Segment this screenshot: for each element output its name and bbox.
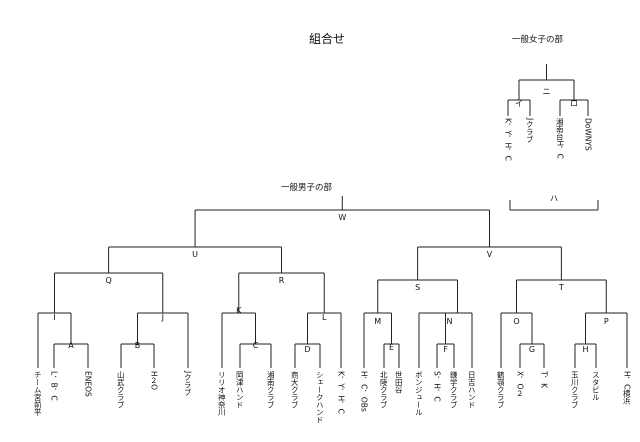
match-label-V: V [486, 250, 493, 259]
match-label-Q: Q [105, 276, 112, 285]
match-label-O: O [513, 317, 520, 326]
mens-team-name: T．K [539, 371, 549, 388]
mens-team-name: 商大クラブ [290, 371, 300, 409]
mens-team-name: チーム宮前平 [33, 371, 43, 416]
mens-team-name: 山武クラブ [116, 371, 126, 409]
mens-team-name: H．C横浜 [622, 371, 632, 405]
match-label-T: T [558, 283, 564, 292]
mens-team-name: ボンジュール [414, 371, 424, 416]
mens-team-name: S．H．C [432, 371, 442, 402]
mens-team-name: 玉川クラブ [570, 371, 580, 409]
match-label-L: L [322, 313, 327, 322]
match-label-womens-ro: ロ [570, 99, 578, 108]
mens-team-name: 北陵クラブ [379, 371, 389, 409]
mens-division-title: 一般男子の部 [281, 183, 333, 193]
mens-team-name: 日吉ハンド [467, 371, 477, 409]
mens-team-name: 鎌学クラブ [449, 371, 459, 409]
match-label-B: B [134, 341, 141, 350]
mens-team-name: 岡津ハンド [235, 371, 245, 409]
match-label-womens-ha: ハ [550, 194, 558, 203]
mens-team-name: シェークハンド [315, 371, 325, 424]
match-label-C: C [252, 341, 259, 350]
mens-team-name: H．C．OBs [359, 371, 369, 412]
mens-team-name: ENEOS [83, 371, 93, 397]
womens-team-name: 湘南台H．C [555, 118, 565, 159]
match-label-J: J [161, 313, 164, 322]
womens-division-title: 一般女子の部 [512, 35, 564, 45]
match-label-womens-i: イ [515, 99, 523, 108]
match-label-E: E [388, 343, 395, 352]
match-label-N: N [446, 317, 453, 326]
match-label-S: S [415, 283, 421, 292]
womens-team-name: Jクラブ [525, 118, 535, 143]
mens-team-name: 世田谷 [394, 371, 404, 394]
mens-team-name: スタビル [591, 371, 601, 401]
mens-team-name: 湘南クラブ [266, 371, 276, 409]
mens-team-name: L．B．C [49, 371, 59, 401]
match-label-womens-ni: ニ [542, 87, 551, 96]
match-label-W: W [338, 213, 347, 222]
match-label-A: A [68, 341, 74, 350]
match-label-F: F [443, 345, 448, 354]
page-title: 組合せ [308, 32, 345, 46]
match-label-M: M [374, 317, 382, 326]
match-label-H: H [582, 345, 589, 354]
match-label-D: D [304, 345, 311, 354]
match-label-P: P [603, 317, 609, 326]
match-label-R: R [278, 276, 285, 285]
womens-team-name: DoWNYS [583, 118, 593, 151]
mens-team-name: Jクラブ [183, 371, 193, 396]
mens-team-name: 鶴嶺クラブ [496, 371, 506, 409]
mens-team-name: リリオ神奈川 [217, 371, 227, 416]
match-label-I: I [53, 313, 56, 322]
match-label-K: K [236, 306, 242, 315]
mens-team-name: H２O [149, 371, 159, 391]
match-label-U: U [192, 250, 198, 259]
womens-team-name: K．Y．H．C [503, 118, 513, 161]
mens-team-name: X．O２ [515, 371, 525, 398]
match-label-G: G [528, 345, 536, 354]
mens-team-name: K．Y．H．C [336, 371, 346, 414]
